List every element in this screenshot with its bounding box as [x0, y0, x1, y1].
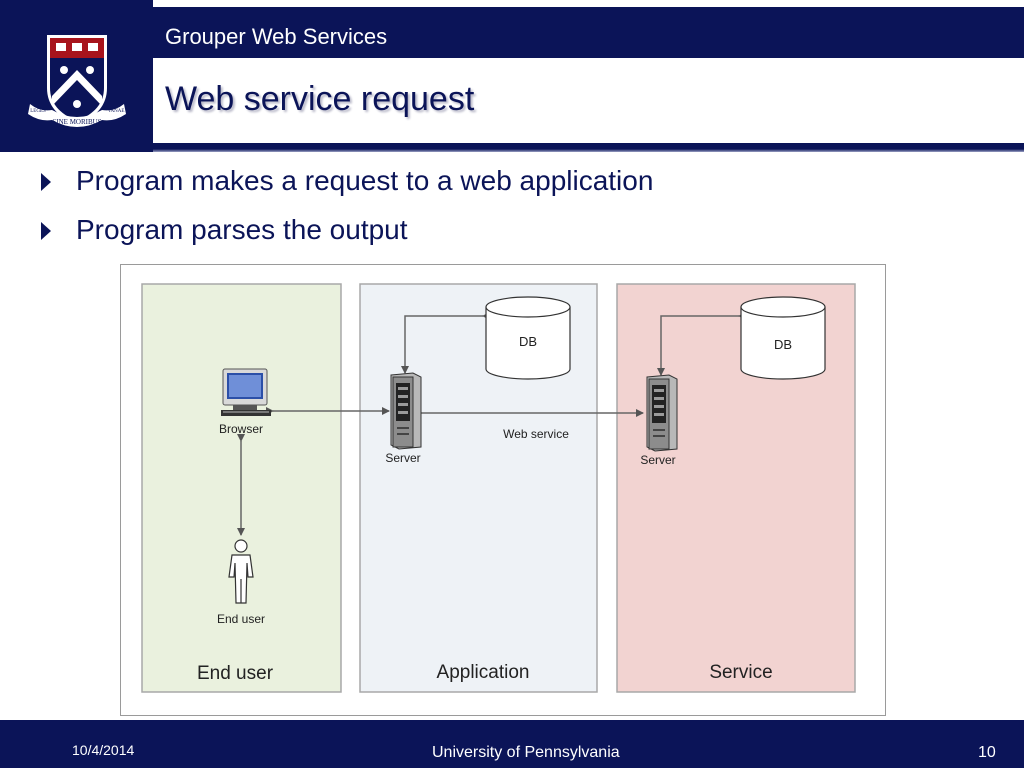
app-server-db-connector [401, 312, 490, 374]
web-service-label: Web service [503, 427, 569, 441]
logo-right-text: VANAE [108, 109, 125, 114]
logo-left-text: LEGES [30, 109, 46, 114]
service-database-icon [740, 296, 826, 380]
diagram-canvas: End user Application Service Web service… [141, 283, 856, 693]
service-server-db-connector [657, 312, 746, 376]
footer-date: 10/4/2014 [72, 742, 135, 758]
end-user-panel-label: End user [197, 663, 274, 684]
footer-bar [0, 720, 1024, 768]
footer-organization: University of Pennsylvania [432, 744, 620, 761]
app-db-label: DB [519, 334, 537, 349]
penn-shield-icon: SINE MORIBUS LEGES VANAE [28, 35, 126, 127]
service-db-label: DB [774, 337, 792, 352]
app-database-icon [485, 296, 571, 380]
header-band [153, 7, 1024, 58]
application-panel-label: Application [437, 662, 530, 683]
series-title: Grouper Web Services [165, 24, 388, 49]
browser-computer-icon [221, 368, 271, 416]
title-divider [153, 143, 1024, 152]
app-server-icon [390, 372, 422, 450]
end-user-label: End user [217, 612, 265, 626]
person-icon [228, 539, 254, 604]
app-server-label: Server [385, 451, 420, 465]
browser-label: Browser [219, 422, 263, 436]
service-server-icon [646, 374, 678, 452]
logo-motto: SINE MORIBUS [52, 118, 101, 126]
architecture-diagram: End user Application Service Web service… [120, 264, 886, 716]
page-number: 10 [978, 744, 996, 761]
service-panel-label: Service [709, 662, 772, 683]
bullet-arrow-icon [41, 173, 51, 191]
bullet-text: Program parses the output [76, 214, 408, 245]
slide-title: Web service request [165, 80, 475, 118]
bullet-arrow-icon [41, 222, 51, 240]
service-server-label: Server [640, 453, 675, 467]
university-logo: SINE MORIBUS LEGES VANAE [0, 0, 153, 152]
bullet-text: Program makes a request to a web applica… [76, 165, 654, 196]
header-top-edge [153, 0, 1024, 7]
